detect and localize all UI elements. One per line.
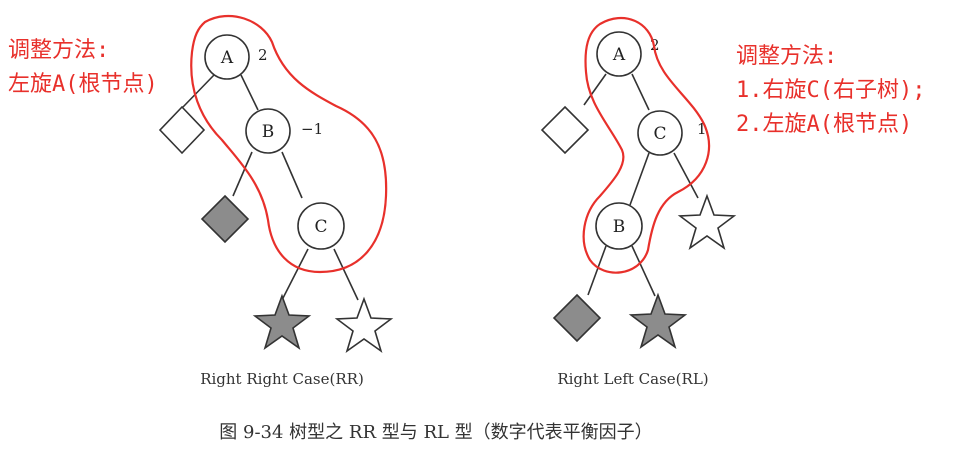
- rl-subtree-star-empty-icon: [677, 193, 737, 250]
- rl-subtree-star-shaded-icon: [628, 292, 688, 349]
- rr-node-a-label: A: [220, 48, 234, 68]
- rl-note-step-1: 1.右旋C(右子树);: [736, 78, 926, 103]
- rr-adjust-note: 调整方法: 左旋A(根节点): [8, 34, 158, 102]
- rl-node-c-circle: [637, 110, 683, 156]
- rl-note-step-2: 2.左旋A(根节点): [736, 112, 913, 137]
- rr-edges: [182, 74, 359, 301]
- rl-node-c-balance-factor: 1: [697, 120, 707, 138]
- rl-case-label: Right Left Case(RL): [557, 370, 708, 388]
- rl-edge-a-c: [631, 73, 650, 111]
- rr-node-b-balance-factor: −1: [301, 120, 323, 138]
- rl-edge-b-left: [587, 245, 607, 296]
- rr-tree: A 2 B −1 C Right Right Case(RR): [158, 14, 394, 388]
- rr-node-b-label: B: [262, 122, 275, 142]
- rr-case-label: Right Right Case(RR): [200, 370, 364, 388]
- rr-note-title: 调整方法:: [8, 38, 110, 63]
- rl-adjust-note: 调整方法: 1.右旋C(右子树); 2.左旋A(根节点): [736, 40, 925, 142]
- rl-tree: A 2 C 1 B Right Left Case(RL): [540, 17, 737, 388]
- rr-edge-a-left: [182, 74, 215, 108]
- rl-rotation-outline: [582, 17, 711, 274]
- rr-edge-c-right: [333, 248, 359, 301]
- rr-edge-a-b: [240, 74, 259, 111]
- rl-edge-c-right: [673, 152, 699, 199]
- rl-edges: [583, 73, 699, 297]
- rl-node-b-circle: [595, 202, 643, 250]
- rl-subtree-diamond-empty-icon: [540, 105, 590, 155]
- rr-node-b-circle: [245, 108, 291, 154]
- rl-edge-c-b: [629, 152, 650, 206]
- figure-caption: 图 9-34 树型之 RR 型与 RL 型（数字代表平衡因子）: [219, 422, 652, 443]
- rr-edge-b-left: [232, 151, 253, 197]
- rl-note-title: 调整方法:: [736, 44, 838, 69]
- rr-edge-b-c: [281, 151, 303, 199]
- rr-subtree-star-shaded-icon: [252, 293, 312, 350]
- rr-subtree-star-empty-icon: [334, 296, 394, 353]
- rr-rotation-outline: [190, 14, 388, 274]
- rr-subtree-diamond-shaded-icon: [200, 194, 250, 244]
- rl-subtree-diamond-shaded-icon: [552, 293, 602, 343]
- rr-subtree-diamond-empty-icon: [158, 105, 206, 155]
- rl-node-a-circle: [596, 31, 642, 77]
- rr-edge-c-left: [281, 248, 309, 301]
- rr-node-c-circle: [297, 202, 345, 250]
- rr-node-c-label: C: [314, 217, 327, 237]
- rl-node-b-label: B: [613, 217, 626, 237]
- rr-node-a-balance-factor: 2: [258, 46, 268, 64]
- rl-edge-b-right: [631, 245, 656, 297]
- rr-note-step: 左旋A(根节点): [8, 72, 158, 97]
- rr-node-a-circle: [204, 34, 250, 80]
- rl-edge-a-left: [583, 73, 607, 106]
- rl-node-c-label: C: [653, 124, 666, 144]
- rl-node-a-label: A: [612, 45, 626, 65]
